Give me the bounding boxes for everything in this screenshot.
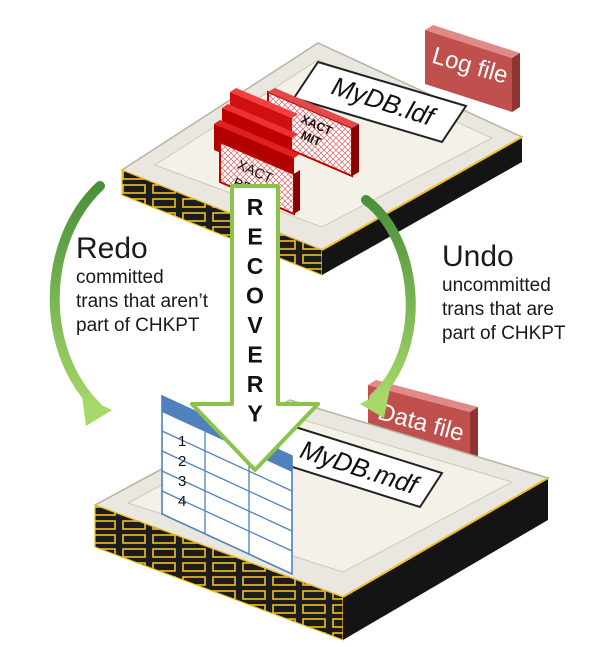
undo-arrowhead	[360, 388, 390, 418]
recovery-letter: C	[247, 253, 264, 279]
undo-arrow	[361, 195, 416, 403]
undo-line-3: part of CHKPT	[442, 323, 566, 344]
undo-line-2: trans that are	[442, 299, 554, 320]
log-record-stack	[214, 88, 300, 184]
undo-line-1: uncommitted	[442, 275, 551, 296]
redo-arrow	[49, 181, 105, 413]
recovery-letter: R	[247, 371, 264, 397]
table-row-number-4: 4	[178, 493, 186, 510]
redo-label-block: Redo committed trans that aren’t part of…	[76, 232, 208, 338]
recovery-letter: V	[247, 312, 263, 338]
redo-line-2: trans that aren’t	[76, 291, 209, 312]
log-file-tag: Log file	[425, 25, 520, 112]
table-row-number-1: 1	[178, 433, 186, 450]
table-row-number-3: 3	[178, 473, 186, 490]
redo-line-1: committed	[76, 267, 164, 288]
data-server-front	[95, 505, 343, 640]
log-file-label: MyDB.ldf	[292, 60, 468, 144]
redo-line-3: part of CHKPT	[76, 315, 200, 336]
recovery-letter: Y	[247, 401, 262, 427]
redo-arrowhead	[82, 396, 112, 426]
undo-label-block: Undo uncommitted trans that are part of …	[442, 240, 566, 346]
data-server: Data file MyDB.mdf 1 2	[93, 380, 550, 641]
redo-title: Redo	[76, 232, 148, 265]
recovery-letter: O	[246, 283, 264, 309]
recovery-letter: E	[247, 224, 262, 250]
recovery-letter: E	[247, 342, 262, 368]
recovery-letter: R	[247, 194, 264, 220]
undo-title: Undo	[442, 240, 514, 273]
table-row-number-2: 2	[178, 453, 186, 470]
